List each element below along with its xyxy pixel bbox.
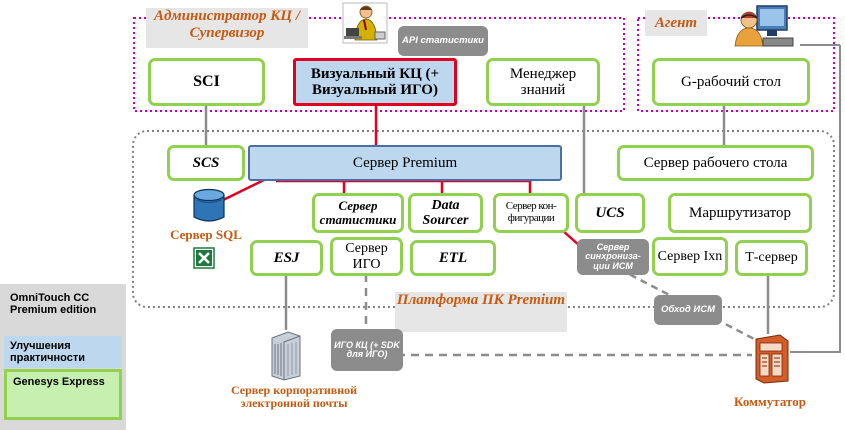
ucs-box[interactable]: UCS bbox=[575, 193, 645, 233]
switch-icon bbox=[755, 334, 789, 384]
sci-box[interactable]: SCI bbox=[148, 58, 265, 106]
switch-caption: Коммутатор bbox=[734, 394, 806, 409]
t-server-box[interactable]: Т-сервер bbox=[735, 240, 808, 276]
agent-icon bbox=[734, 5, 794, 47]
database-icon bbox=[193, 188, 225, 222]
legend-usability: Улучшения практичности bbox=[4, 336, 122, 368]
mail-server-caption: Сервер корпоративной электронной почты bbox=[230, 383, 358, 411]
data-sourcer-box[interactable]: Data Sourcer bbox=[408, 193, 483, 233]
premium-server-box[interactable]: Сервер Premium bbox=[248, 145, 562, 181]
admin-group-title: Администратор КЦ / Супервизор bbox=[146, 8, 308, 48]
config-server-box[interactable]: Сервер кон-фигурации bbox=[493, 193, 569, 233]
desktop-server-box[interactable]: Сервер рабочего стола bbox=[617, 145, 814, 181]
visual-kc-box[interactable]: Визуальный КЦ (+ Визуальный ИГО) bbox=[293, 58, 457, 106]
api-stats-tag: API статистики bbox=[398, 26, 488, 56]
excel-icon bbox=[193, 247, 215, 269]
mail-server-icon bbox=[271, 331, 301, 381]
legend-omnitouch: OmniTouch CC Premium edition bbox=[10, 292, 97, 317]
agent-group-title: Агент bbox=[645, 10, 707, 36]
sql-server-caption: Сервер SQL bbox=[170, 227, 242, 242]
link-igo-switch bbox=[364, 274, 752, 357]
esj-box[interactable]: ESJ bbox=[250, 240, 323, 276]
igo-sdk-tag: ИГО КЦ (+ SDK для ИГО) bbox=[331, 329, 403, 371]
icm-sync-tag: Сервер синхрониза-ции ИСМ bbox=[577, 239, 649, 275]
link-agent-switch bbox=[790, 45, 841, 353]
knowledge-manager-box[interactable]: Менеджер знаний bbox=[486, 58, 600, 106]
agent-group-outline bbox=[637, 17, 835, 112]
icm-bypass-tag: Обход ИСМ bbox=[654, 295, 722, 325]
legend-genesys: Genesys Express bbox=[4, 369, 122, 420]
supervisor-icon bbox=[342, 2, 388, 44]
igo-server-box[interactable]: Сервер ИГО bbox=[330, 237, 403, 276]
link-sql-premium bbox=[216, 178, 265, 205]
ixn-server-box[interactable]: Сервер Ixn bbox=[652, 237, 728, 276]
scs-box[interactable]: SCS bbox=[167, 145, 245, 181]
stat-server-box[interactable]: Сервер статистики bbox=[312, 193, 404, 233]
etl-box[interactable]: ETL bbox=[410, 240, 496, 276]
g-desktop-box[interactable]: G-рабочий стол bbox=[652, 58, 810, 106]
platform-group-title: Платформа ПК Premium bbox=[395, 292, 567, 332]
router-box[interactable]: Маршрутизатор bbox=[668, 193, 812, 233]
